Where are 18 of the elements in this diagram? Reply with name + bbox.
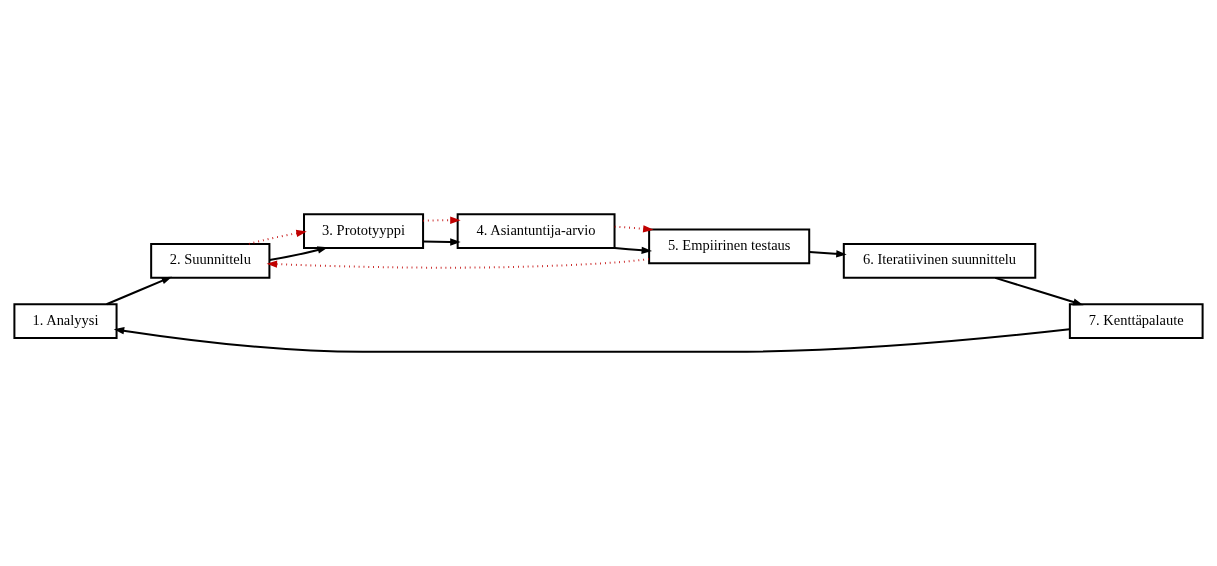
arrow bbox=[614, 246, 653, 254]
arrow bbox=[106, 276, 173, 306]
node-box: 4. Asiantuntija-arvio bbox=[456, 213, 616, 249]
node-box: 1. Analyysi bbox=[13, 303, 118, 340]
arrow bbox=[248, 229, 307, 245]
arrow bbox=[614, 225, 654, 233]
arrow bbox=[994, 276, 1084, 306]
node-box: 2. Suunnittelu bbox=[150, 242, 271, 279]
arrow bbox=[269, 246, 329, 261]
arrow bbox=[266, 258, 650, 269]
arrow bbox=[809, 250, 847, 258]
node-box: 3. Prototyyppi bbox=[303, 213, 425, 249]
arrow bbox=[423, 238, 461, 246]
node-box: 6. Iteratiivinen suunnittelu bbox=[842, 242, 1037, 279]
arrow bbox=[423, 216, 461, 224]
arrow bbox=[113, 327, 1070, 353]
node-box: 7. Kenttäpalaute bbox=[1068, 303, 1204, 340]
node-box: 5. Empiirinen testaus bbox=[648, 228, 811, 265]
